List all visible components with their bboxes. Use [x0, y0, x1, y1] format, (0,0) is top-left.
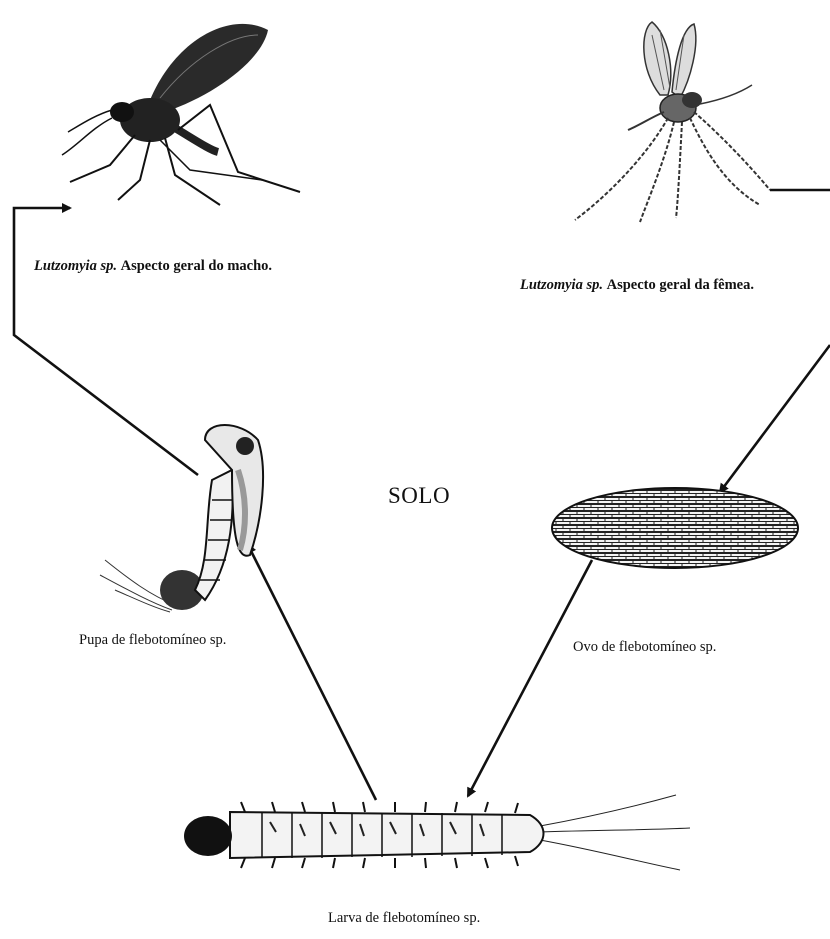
arrow-male-to-female [14, 208, 198, 475]
female-description: Aspecto geral da fêmea. [607, 277, 754, 293]
egg-caption: Ovo de flebotomíneo sp. [573, 639, 716, 656]
arrow-egg-to-larva [468, 560, 592, 796]
larva-caption: Larva de flebotomíneo sp. [328, 910, 480, 927]
male-genus: Lutzomyia sp. [34, 258, 117, 274]
pupa-caption: Pupa de flebotomíneo sp. [79, 632, 226, 649]
female-sandfly-illustration [575, 22, 770, 222]
soil-label: SOLO [388, 483, 450, 509]
arrow-larva-to-pupa [248, 545, 376, 800]
egg-illustration [552, 488, 798, 568]
male-description: Aspecto geral do macho. [121, 258, 272, 274]
larva-illustration [184, 795, 690, 870]
male-sandfly-illustration [62, 24, 300, 205]
male-caption: Lutzomyia sp. Aspecto geral do macho. [34, 258, 272, 275]
arrow-female-to-egg [720, 190, 830, 492]
female-genus: Lutzomyia sp. [520, 277, 603, 293]
female-caption: Lutzomyia sp. Aspecto geral da fêmea. [520, 277, 754, 294]
pupa-illustration [100, 425, 263, 612]
